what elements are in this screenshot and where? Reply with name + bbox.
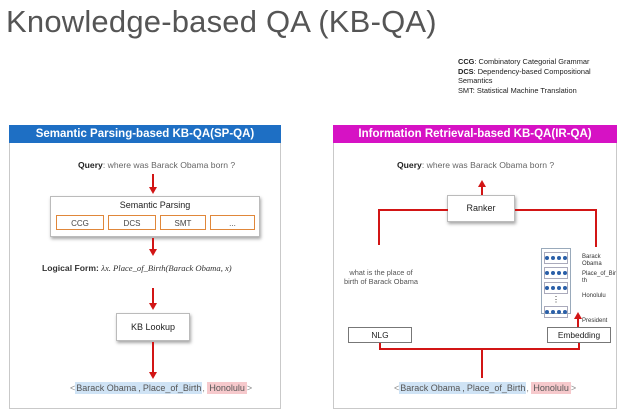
sp-arrow-head-2 [149, 249, 157, 256]
ir-qa-header: Information Retrieval-based KB-QA(IR-QA) [333, 125, 617, 143]
embedding-vector [544, 267, 568, 279]
vertical-ellipsis: ⋮ [552, 295, 560, 304]
embedding-down-line [578, 343, 580, 350]
method-more: ... [210, 215, 255, 230]
embedding-arrow-head [574, 312, 582, 319]
triple-up-line [481, 348, 483, 378]
method-smt: SMT [160, 215, 206, 230]
left-loop-line [378, 209, 380, 245]
nlg-box: NLG [348, 327, 412, 343]
nl-question: what is the place of birth of Barack Oba… [344, 268, 418, 286]
logical-form: Logical Form: λx. Place_of_Birth(Barack … [42, 263, 232, 273]
embedding-arrow-line [577, 318, 579, 327]
nlg-down-line [379, 343, 381, 350]
sp-arrow-line-4 [152, 342, 154, 373]
sp-qa-panel [9, 125, 281, 409]
legend-item-dcs: DCS: Dependency-based Compositional Sema… [458, 66, 591, 86]
semantic-parsing-label: Semantic Parsing [119, 200, 191, 210]
embedding-vector [544, 306, 568, 318]
sp-arrow-line-2 [152, 238, 154, 250]
ranker-left-line [378, 209, 448, 211]
method-ccg: CCG [56, 215, 104, 230]
ranker-box: Ranker [447, 195, 515, 222]
right-loop-line [595, 209, 597, 247]
sp-result-triple: <Barack Obama,Place_of_Birth, Honolulu> [70, 382, 253, 394]
sp-qa-header: Semantic Parsing-based KB-QA(SP-QA) [9, 125, 281, 143]
ir-arrow-line-up [481, 186, 483, 196]
embedding-vector [544, 282, 568, 294]
sp-arrow-head-3 [149, 303, 157, 310]
embedding-item-4: President [582, 318, 608, 324]
page-title: Knowledge-based QA (KB-QA) [6, 4, 437, 39]
bottom-connector-line [379, 348, 580, 350]
ir-arrow-head-up [478, 180, 486, 187]
legend-item-smt: SMT: Statistical Machine Translation [458, 85, 577, 95]
sp-arrow-head-4 [149, 372, 157, 379]
ir-query: Query: where was Barack Obama born ? [397, 160, 555, 170]
legend-item-ccg: CCG: Combinatory Categorial Grammar [458, 57, 590, 66]
sp-arrow-line-1 [152, 174, 154, 188]
embedding-vectors: ⋮ [541, 248, 571, 318]
kb-lookup-box: KB Lookup [116, 313, 190, 341]
ir-input-triple: <Barack Obama,Place_of_Birth, Honolulu> [394, 382, 577, 394]
embedding-item-2: Place_of_Bir th [582, 271, 617, 284]
logical-form-label: Logical Form: [42, 263, 99, 273]
embedding-box: Embedding [547, 327, 611, 343]
sp-query: Query: where was Barack Obama born ? [78, 160, 236, 170]
embedding-vector [544, 252, 568, 264]
sp-arrow-line-3 [152, 288, 154, 304]
sp-arrow-head-1 [149, 187, 157, 194]
embedding-item-1: Barack Obama [582, 254, 602, 267]
logical-form-expression: λx. Place_of_Birth(Barack Obama, x) [101, 263, 232, 273]
abbreviation-legend: CCG: Combinatory Categorial Grammar DCS:… [458, 57, 618, 95]
embedding-item-3: Honolulu [582, 293, 606, 299]
method-dcs: DCS [108, 215, 156, 230]
ranker-right-line [515, 209, 597, 211]
